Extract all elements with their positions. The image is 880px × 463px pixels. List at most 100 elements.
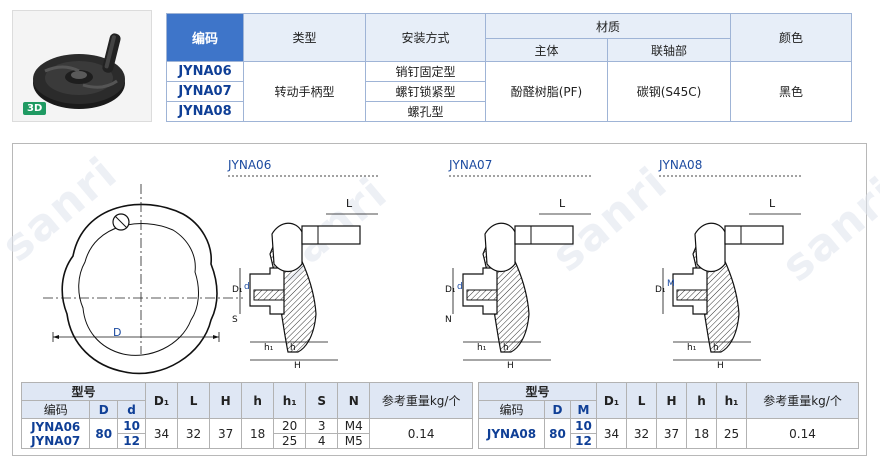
dim-h-jyna07: h <box>503 343 509 353</box>
dim2-H-value: 37 <box>656 418 688 449</box>
dim2-M-value-2: 12 <box>569 433 598 449</box>
dim2-col-h1: h₁ <box>716 382 748 419</box>
dim2-col-weight: 参考重量kg/个 <box>746 382 860 419</box>
spec-joint-value: 碳钢(S45C) <box>606 61 732 122</box>
dim1-code-jyna06: JYNA06 <box>31 419 81 434</box>
dim1-D-value: 80 <box>89 418 119 449</box>
dim1-col-H: H <box>209 382 243 419</box>
view-title-jyna06: JYNA06 <box>227 158 271 172</box>
spec-header-install: 安装方式 <box>365 13 486 62</box>
spec-install-pin: 销钉固定型 <box>365 61 486 82</box>
spec-color-value: 黑色 <box>730 61 853 122</box>
dim1-col-S: S <box>305 382 339 419</box>
dim1-weight-value: 0.14 <box>369 418 473 449</box>
dim1-S-value-1: 3 <box>305 418 339 434</box>
dim-L-jyna07: L <box>559 197 566 210</box>
dim-d-jyna06: d <box>244 282 250 292</box>
dim1-L-value: 32 <box>177 418 211 449</box>
dim1-h-value: 18 <box>241 418 275 449</box>
dim-h-jyna08: h <box>713 343 719 353</box>
handwheel-image <box>33 33 125 109</box>
dim1-col-h1: h₁ <box>273 382 307 419</box>
dim2-D-value: 80 <box>544 418 571 449</box>
dim-D1-jyna07: D₁ <box>445 285 456 295</box>
spec-install-thread: 螺孔型 <box>365 101 486 122</box>
front-view: D <box>43 184 243 375</box>
dim-L-jyna08: L <box>769 197 776 210</box>
dim1-N-value-2: M5 <box>337 433 371 449</box>
dim-h1-jyna06: h₁ <box>264 343 274 353</box>
spec-install-screw: 螺钉锁紧型 <box>365 81 486 102</box>
dim1-code-jyna07: JYNA07 <box>31 433 81 448</box>
spec-header-type: 类型 <box>243 13 366 62</box>
dim1-col-N: N <box>337 382 371 419</box>
dim-table-1: 型号 D₁ L H h h₁ S N 参考重量kg/个 编码 D d JYNA0… <box>20 382 473 449</box>
dim-H-jyna06: H <box>294 361 301 371</box>
dim2-sub-code: 编码 <box>478 400 545 419</box>
front-dim-D: D <box>113 326 121 339</box>
view-title-jyna07: JYNA07 <box>448 158 492 172</box>
dim1-D1-value: 34 <box>144 418 179 449</box>
dim1-d-value-2: 12 <box>117 433 146 449</box>
dim1-sub-d: d <box>117 400 146 419</box>
dim2-D1-value: 34 <box>596 418 628 449</box>
dim2-col-h: h <box>686 382 718 419</box>
dim2-col-H: H <box>656 382 688 419</box>
dim1-col-L: L <box>177 382 211 419</box>
dim2-group-header: 型号 <box>477 382 598 401</box>
dim-H-jyna07: H <box>507 361 514 371</box>
product-photo: 3D <box>12 10 152 122</box>
spec-header-code: 编码 <box>166 13 244 62</box>
dim-d-jyna07: d <box>457 282 463 292</box>
dim1-codes: JYNA06 JYNA07 <box>20 418 91 449</box>
badge-3d[interactable]: 3D <box>23 102 47 115</box>
dim-L-jyna06: L <box>346 197 353 210</box>
dim2-L-value: 32 <box>626 418 658 449</box>
dim1-col-h: h <box>241 382 275 419</box>
dim2-h-value: 18 <box>686 418 718 449</box>
dim1-col-weight: 参考重量kg/个 <box>369 382 473 419</box>
side-view-jyna08: JYNA08 L D₁ M h₁ h H <box>655 158 801 371</box>
spec-model-jyna08: JYNA08 <box>166 101 244 122</box>
dim2-M-value-1: 10 <box>569 418 598 434</box>
dim1-d-value-1: 10 <box>117 418 146 434</box>
dim-h-jyna06: h <box>290 343 296 353</box>
dim1-group-header: 型号 <box>21 382 146 401</box>
dim1-S-value-2: 4 <box>305 433 339 449</box>
dim1-col-D1: D₁ <box>144 382 179 419</box>
dim1-h1-value-2: 25 <box>273 433 307 449</box>
dim2-col-D1: D₁ <box>596 382 628 419</box>
dim-D1-jyna08: D₁ <box>655 285 666 295</box>
dim1-H-value: 37 <box>209 418 243 449</box>
dim-H-jyna08: H <box>717 361 724 371</box>
dim2-weight-value: 0.14 <box>746 418 860 449</box>
dim-table-2: 型号 D₁ L H h h₁ 参考重量kg/个 编码 D M JYNA08 80… <box>477 382 860 449</box>
drawing-panel: sanri sanri sanri sanri <box>0 143 880 456</box>
dim2-h1-value: 25 <box>716 418 748 449</box>
spec-model-jyna07: JYNA07 <box>166 81 244 102</box>
side-view-jyna07: JYNA07 L D₁ d N h₁ h H <box>445 158 591 371</box>
spec-header-joint: 联轴部 <box>606 38 732 62</box>
spec-body-value: 酚醛树脂(PF) <box>485 61 608 122</box>
spec-table: 编码 类型 安装方式 材质 颜色 主体 联轴部 JYNA06 转动手柄型 销钉固… <box>166 13 853 122</box>
spec-type-value: 转动手柄型 <box>243 61 366 122</box>
dim1-N-value-1: M4 <box>337 418 371 434</box>
dim1-sub-D: D <box>89 400 119 419</box>
dim1-sub-code: 编码 <box>20 400 91 419</box>
dim-h1-jyna07: h₁ <box>477 343 487 353</box>
dim2-sub-M: M <box>569 400 598 419</box>
dim-M-jyna08: M <box>667 279 675 289</box>
dim2-sub-D: D <box>544 400 571 419</box>
spec-header-color: 颜色 <box>730 13 853 62</box>
dim-h1-jyna08: h₁ <box>687 343 697 353</box>
dim-D1-jyna06: D₁ <box>232 285 243 295</box>
dim2-code-jyna08: JYNA08 <box>478 418 545 449</box>
dim-N-jyna07: N <box>445 315 452 325</box>
technical-drawing: D JYNA06 L D₁ d S h₁ h H JYNA07 L <box>43 158 801 375</box>
view-title-jyna08: JYNA08 <box>658 158 702 172</box>
spec-header-body: 主体 <box>485 38 608 62</box>
dim2-col-L: L <box>626 382 658 419</box>
side-view-jyna06: JYNA06 L D₁ d S h₁ h H <box>227 158 378 371</box>
spec-model-jyna06: JYNA06 <box>166 61 244 82</box>
dim-S-jyna06: S <box>232 315 238 325</box>
